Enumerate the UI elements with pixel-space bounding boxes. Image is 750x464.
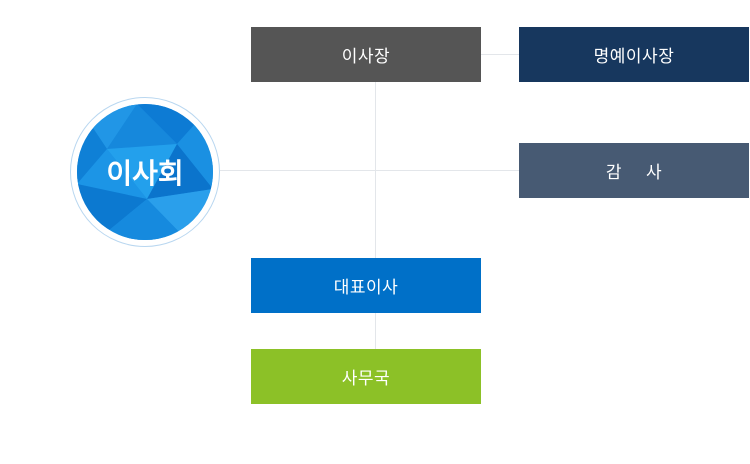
connector-board-auditor — [220, 170, 519, 171]
secretariat-label: 사무국 — [341, 369, 391, 389]
honorary-chairman-label: 명예이사장 — [593, 47, 675, 67]
connector-ceo-secretariat — [375, 313, 376, 349]
connector-chairman-honorary — [481, 54, 519, 55]
auditor-box[interactable]: 감 사 — [519, 143, 749, 198]
auditor-label: 감 사 — [605, 163, 663, 183]
board-label: 이사회 — [106, 157, 184, 190]
secretariat-box[interactable]: 사무국 — [251, 349, 481, 404]
chairman-box[interactable]: 이사장 — [251, 27, 481, 82]
honorary-chairman-box[interactable]: 명예이사장 — [519, 27, 749, 82]
chairman-label: 이사장 — [341, 47, 391, 67]
board-node[interactable]: 이사회 — [77, 104, 213, 240]
board-pattern — [77, 104, 213, 240]
ceo-label: 대표이사 — [333, 278, 399, 298]
ceo-box[interactable]: 대표이사 — [251, 258, 481, 313]
